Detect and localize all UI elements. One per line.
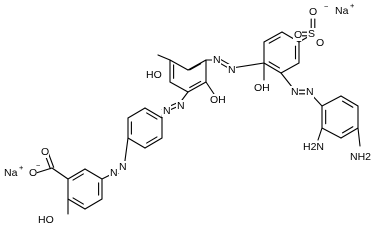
sulfophenol-ring (268, 61, 281, 69)
label-mask (212, 54, 221, 66)
diaminophenyl-ring (321, 95, 342, 107)
diol-ring (169, 59, 189, 71)
sulfur-label: S (308, 28, 315, 40)
diaminophenyl-ring (340, 95, 359, 107)
positive-charge: + (350, 1, 355, 10)
azo-nitrogen-label: N (213, 54, 221, 66)
salicylate-ring (84, 168, 103, 180)
label-mask (40, 146, 49, 158)
azo-nitrogen-label: N (119, 161, 127, 173)
hydroxyl-label: OH (254, 82, 270, 94)
salicylate-ring (72, 173, 84, 181)
sodium-label: Na (335, 5, 349, 17)
sulfophenol-ring (263, 31, 283, 43)
label-mask (349, 151, 369, 163)
azo-nitrogen-label: N (291, 86, 299, 98)
label-mask (302, 141, 322, 153)
diaminophenyl-ring (341, 126, 354, 134)
diol-ring (169, 81, 189, 93)
label-mask (3, 167, 19, 179)
sodium-label: Na (4, 167, 18, 179)
label-mask (118, 161, 127, 173)
azo-nitrogen-label: N (306, 86, 314, 98)
phenylene-ring (127, 107, 146, 119)
label-mask (162, 105, 171, 117)
diol-ring (189, 63, 202, 71)
bond-lines (35, 18, 361, 215)
label-mask (176, 100, 185, 112)
salicylate-ring (67, 168, 86, 180)
phenylene-ring (144, 137, 163, 149)
label-mask (253, 82, 269, 94)
label-mask (308, 6, 317, 18)
label-mask (209, 94, 225, 106)
sulfonate-oxygen-label: O (294, 29, 302, 41)
salicylate-ring (84, 198, 103, 210)
diaminophenyl-ring (340, 127, 359, 139)
amine-label: NH2 (350, 151, 371, 163)
salicylate-ring (72, 197, 84, 205)
azo-bond (231, 62, 265, 69)
diaminophenyl-ring (321, 127, 342, 139)
phenylene-ring (127, 137, 146, 149)
label-mask (109, 167, 118, 179)
label-mask (293, 29, 302, 41)
label-mask (227, 64, 236, 76)
sulfonate-oxygen-label: O (316, 37, 324, 49)
diol-ring (187, 81, 207, 93)
label-mask (305, 86, 314, 98)
label-mask (290, 86, 299, 98)
amine-bond (357, 127, 361, 147)
hydroxyl-label: HO (146, 69, 162, 81)
label-mask (37, 214, 53, 226)
hydroxyl-label: HO (38, 214, 54, 226)
azo-nitrogen-label: N (177, 100, 185, 112)
phenylene-ring (144, 107, 163, 119)
azo-nitrogen-label: N (110, 167, 118, 179)
amine-bond (317, 127, 323, 141)
label-mask (334, 5, 350, 17)
hydroxyl-bond (157, 54, 171, 61)
negative-charge: − (324, 2, 329, 11)
diaminophenyl-ring (341, 100, 354, 108)
phenylene-ring (146, 112, 158, 120)
carboxyl-bond (51, 167, 69, 180)
sulfophenol-ring (280, 62, 300, 74)
sulfophenol-ring (263, 62, 282, 74)
sulfophenol-ring (268, 36, 281, 44)
azo-nitrogen-label: N (163, 105, 171, 117)
hydroxyl-label: OH (210, 94, 226, 106)
carboxyl-bond (35, 167, 53, 174)
label-mask (145, 69, 161, 81)
label-mask (307, 28, 316, 40)
carboxylate-oxygen-label: O (29, 167, 37, 179)
sulfonate-oxygen-label: O (309, 6, 317, 18)
positive-charge: + (19, 163, 24, 172)
salicylate-ring (67, 198, 86, 210)
amine-label: H2N (303, 141, 324, 153)
label-mask (28, 167, 37, 179)
hydroxyl-bond (205, 81, 215, 95)
negative-charge: − (36, 161, 41, 170)
azo-nitrogen-label: N (228, 64, 236, 76)
phenylene-ring (146, 136, 158, 144)
diol-ring (189, 80, 202, 89)
label-mask (315, 37, 324, 49)
carbonyl-oxygen-label: O (41, 146, 49, 158)
diol-ring (187, 59, 207, 71)
